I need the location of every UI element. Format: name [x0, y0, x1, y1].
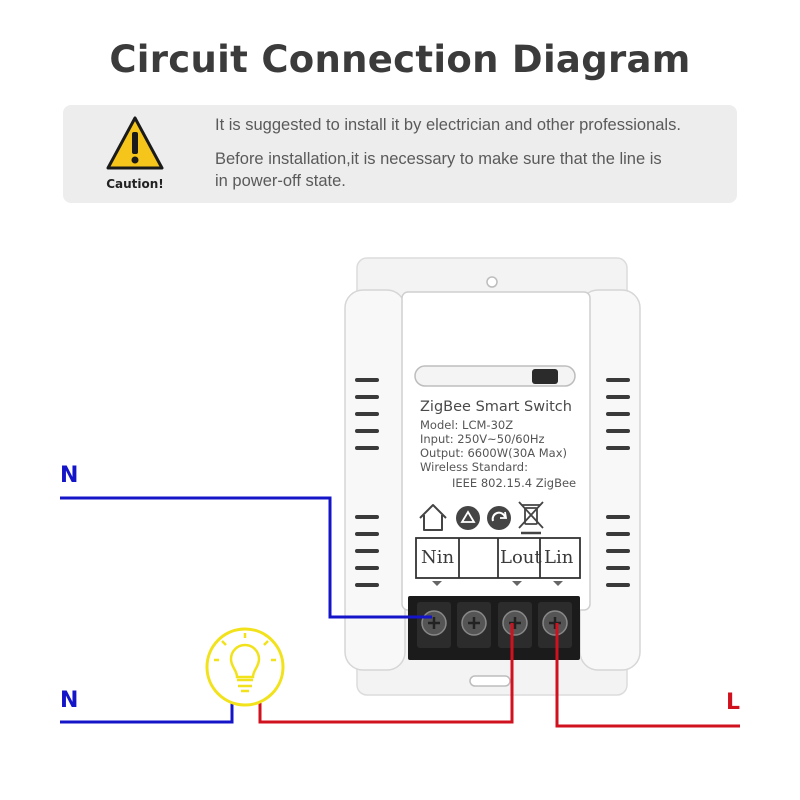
house-icon	[419, 504, 447, 531]
terminal-label-nin: Nin	[421, 547, 455, 568]
neutral-wire-bottom	[60, 703, 234, 724]
terminal-screw-4	[538, 602, 572, 648]
device-wireless-value: IEEE 802.15.4 ZigBee	[452, 476, 577, 490]
caution-panel: Caution! It is suggested to install it b…	[63, 105, 737, 203]
neutral-wire-top	[60, 496, 432, 619]
live-wire-lamp	[258, 623, 514, 724]
wire-label-l: L	[726, 690, 741, 715]
caution-label: Caution!	[106, 177, 164, 191]
crossed-bin-icon	[518, 501, 544, 535]
device-input: Input: 250V~50/60Hz	[420, 432, 545, 446]
vents-right	[606, 378, 630, 587]
device-output: Output: 6600W(30A Max)	[420, 446, 568, 460]
device-name: ZigBee Smart Switch	[420, 399, 572, 415]
terminal-screw-2	[457, 602, 491, 648]
light-bulb-icon	[205, 627, 285, 707]
device-model: Model: LCM-30Z	[420, 418, 514, 432]
terminal-arrows	[432, 581, 563, 586]
terminal-label-lout: Lout	[500, 547, 542, 568]
refresh-icon	[487, 506, 511, 530]
mounting-slot-bottom	[469, 675, 511, 687]
terminal-label-box	[415, 537, 581, 579]
device-wireless-label: Wireless Standard:	[420, 460, 528, 474]
page-title: Circuit Connection Diagram	[109, 38, 691, 81]
device-body-left	[344, 289, 406, 671]
warning-triangle-icon	[106, 116, 164, 170]
pairing-button	[532, 369, 558, 384]
mounting-hole-top	[486, 276, 498, 288]
wire-label-n-top: N	[60, 463, 79, 488]
caution-line-2: Before installation,it is necessary to m…	[215, 150, 662, 190]
caution-line-1: It is suggested to install it by electri…	[215, 116, 681, 134]
vents-left	[355, 378, 379, 587]
terminal-label-lin: Lin	[544, 547, 574, 568]
recycle-icon	[456, 506, 480, 530]
terminal-screw-3	[498, 602, 532, 648]
live-wire-supply	[555, 623, 740, 728]
wire-label-n-bottom: N	[60, 688, 79, 713]
terminal-screw-1	[417, 602, 451, 648]
